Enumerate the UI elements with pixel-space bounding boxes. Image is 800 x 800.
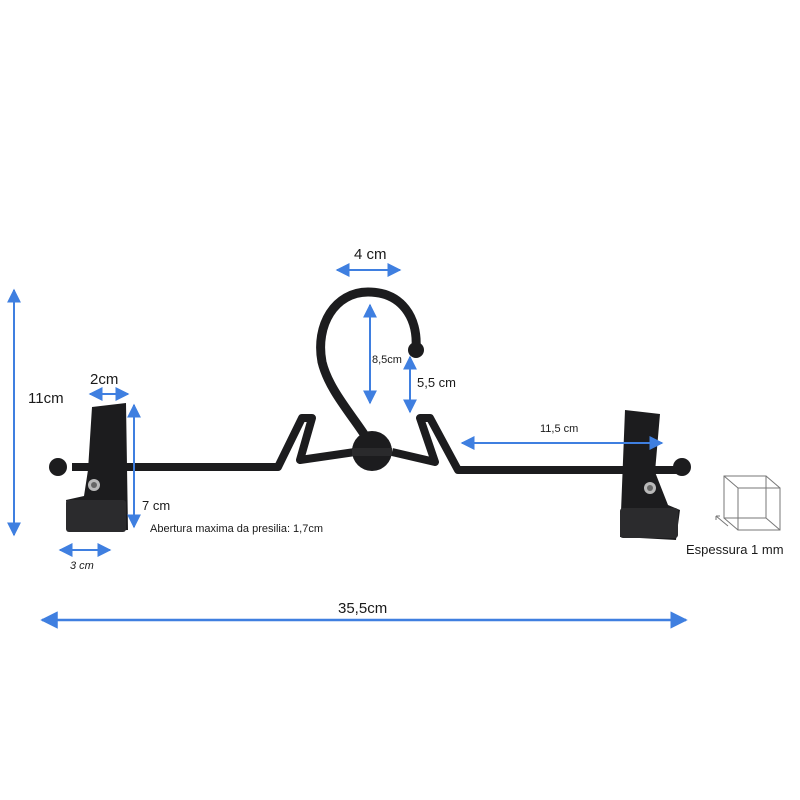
total-width-label: 35,5cm: [338, 600, 388, 617]
hanger: [49, 287, 691, 540]
total-height-label: 11cm: [28, 390, 64, 407]
hanger-bar-right: [391, 414, 680, 474]
hanger-bar-left: [72, 414, 356, 471]
left-clip: [49, 403, 128, 532]
hanger-hook: [316, 287, 421, 455]
hook-drop-label: 5,5 cm: [417, 375, 457, 390]
right-clip: [620, 410, 691, 540]
arm-length-label: 11,5 cm: [540, 423, 579, 435]
hook-width-label: 4 cm: [354, 246, 387, 263]
clip-width-label: 2cm: [90, 371, 119, 388]
cube-outline-icon: [715, 475, 781, 531]
thickness-label: Espessura 1 mm: [686, 542, 784, 557]
clip-height-label: 7 cm: [142, 498, 171, 513]
hook-tip: [408, 342, 424, 358]
clip-opening-label: Abertura maxima da presilia: 1,7cm: [150, 523, 324, 535]
hook-height-label: 8,5cm: [372, 354, 402, 366]
clip-base-width-label: 3 cm: [70, 560, 94, 572]
dimension-arrows: [7, 263, 688, 629]
